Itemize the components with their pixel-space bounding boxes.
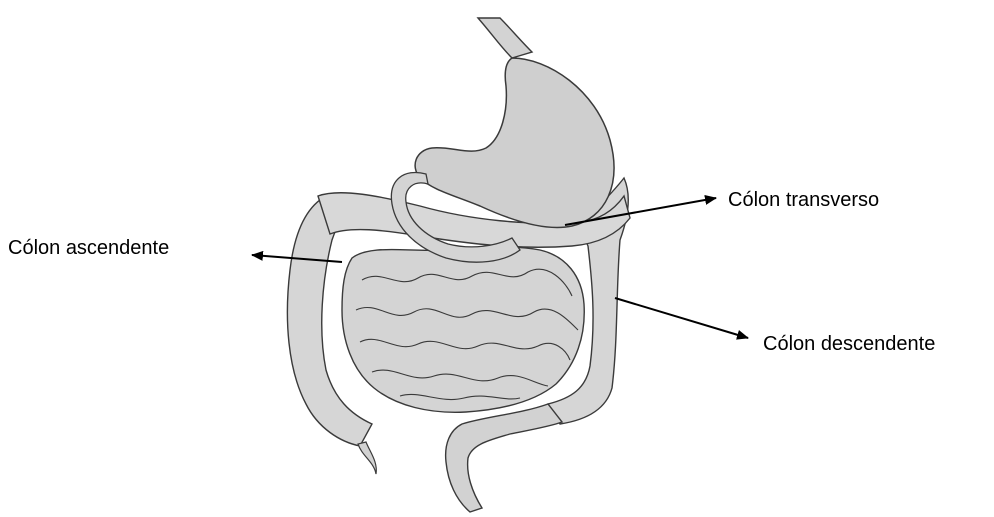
stomach — [415, 58, 614, 227]
appendix — [358, 442, 376, 474]
esophagus — [478, 18, 532, 58]
label-ascending-colon: Cólon ascendente — [8, 236, 169, 260]
sigmoid-colon-rectum — [446, 404, 562, 512]
small-intestine — [342, 247, 584, 412]
label-descending-colon: Cólon descendente — [763, 332, 935, 356]
arrow-descending-colon — [615, 298, 748, 338]
label-transverse-colon: Cólon transverso — [728, 188, 879, 212]
